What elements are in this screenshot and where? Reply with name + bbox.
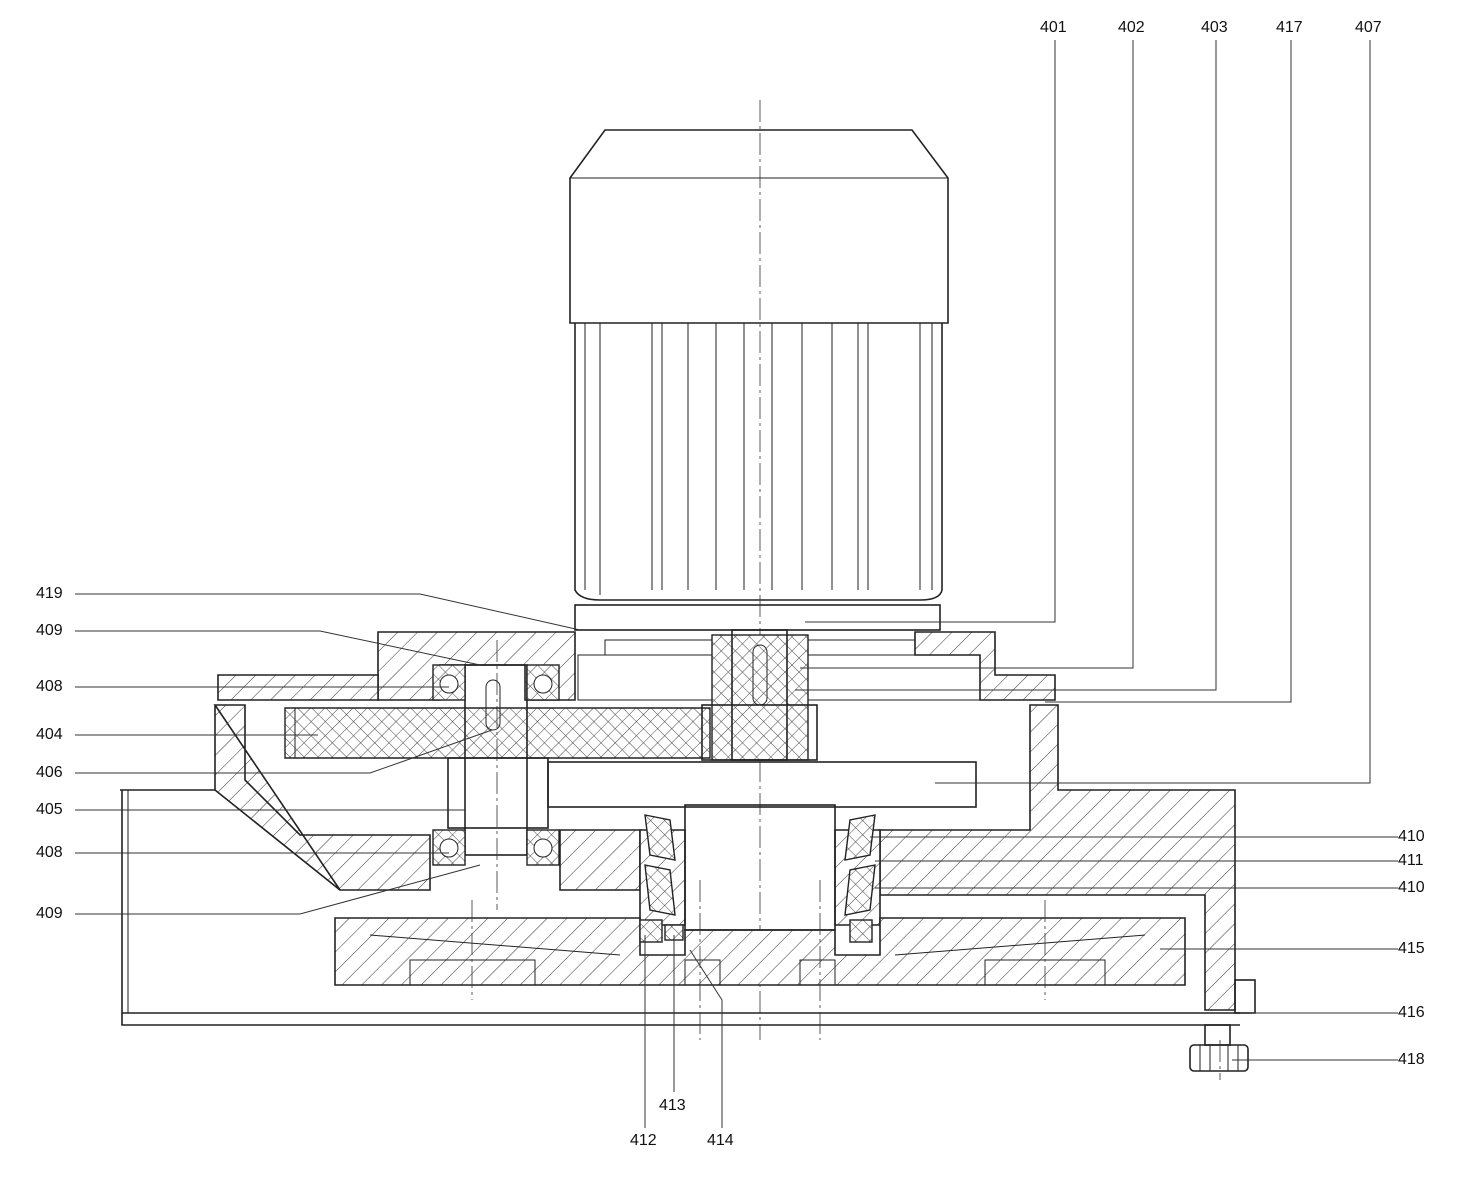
label-409-lower: 409 — [36, 905, 63, 922]
motor — [569, 129, 949, 631]
label-401: 401 — [1040, 19, 1067, 36]
label-406: 406 — [36, 764, 63, 781]
label-403: 403 — [1201, 19, 1228, 36]
label-408-lower: 408 — [36, 844, 63, 861]
label-412: 412 — [630, 1132, 657, 1149]
leader-lines — [75, 40, 1398, 1128]
gear-404 — [284, 707, 711, 759]
label-414: 414 — [707, 1132, 734, 1149]
label-407: 407 — [1355, 19, 1382, 36]
label-413: 413 — [659, 1097, 686, 1114]
label-419: 419 — [36, 585, 63, 602]
label-415: 415 — [1398, 940, 1425, 957]
label-417: 417 — [1276, 19, 1303, 36]
bearing-408 — [432, 664, 560, 866]
turntable-plate — [334, 917, 1186, 986]
label-408: 408 — [36, 678, 63, 695]
label-405: 405 — [36, 801, 63, 818]
label-409: 409 — [36, 622, 63, 639]
label-402: 402 — [1118, 19, 1145, 36]
label-410: 410 — [1398, 828, 1425, 845]
leveling-foot-418 — [1189, 1044, 1249, 1072]
gear-407 — [547, 761, 977, 808]
label-411: 411 — [1398, 852, 1424, 869]
label-404: 404 — [36, 726, 63, 743]
label-418: 418 — [1398, 1051, 1425, 1068]
label-410-lower: 410 — [1398, 879, 1425, 896]
label-416: 416 — [1398, 1004, 1425, 1021]
